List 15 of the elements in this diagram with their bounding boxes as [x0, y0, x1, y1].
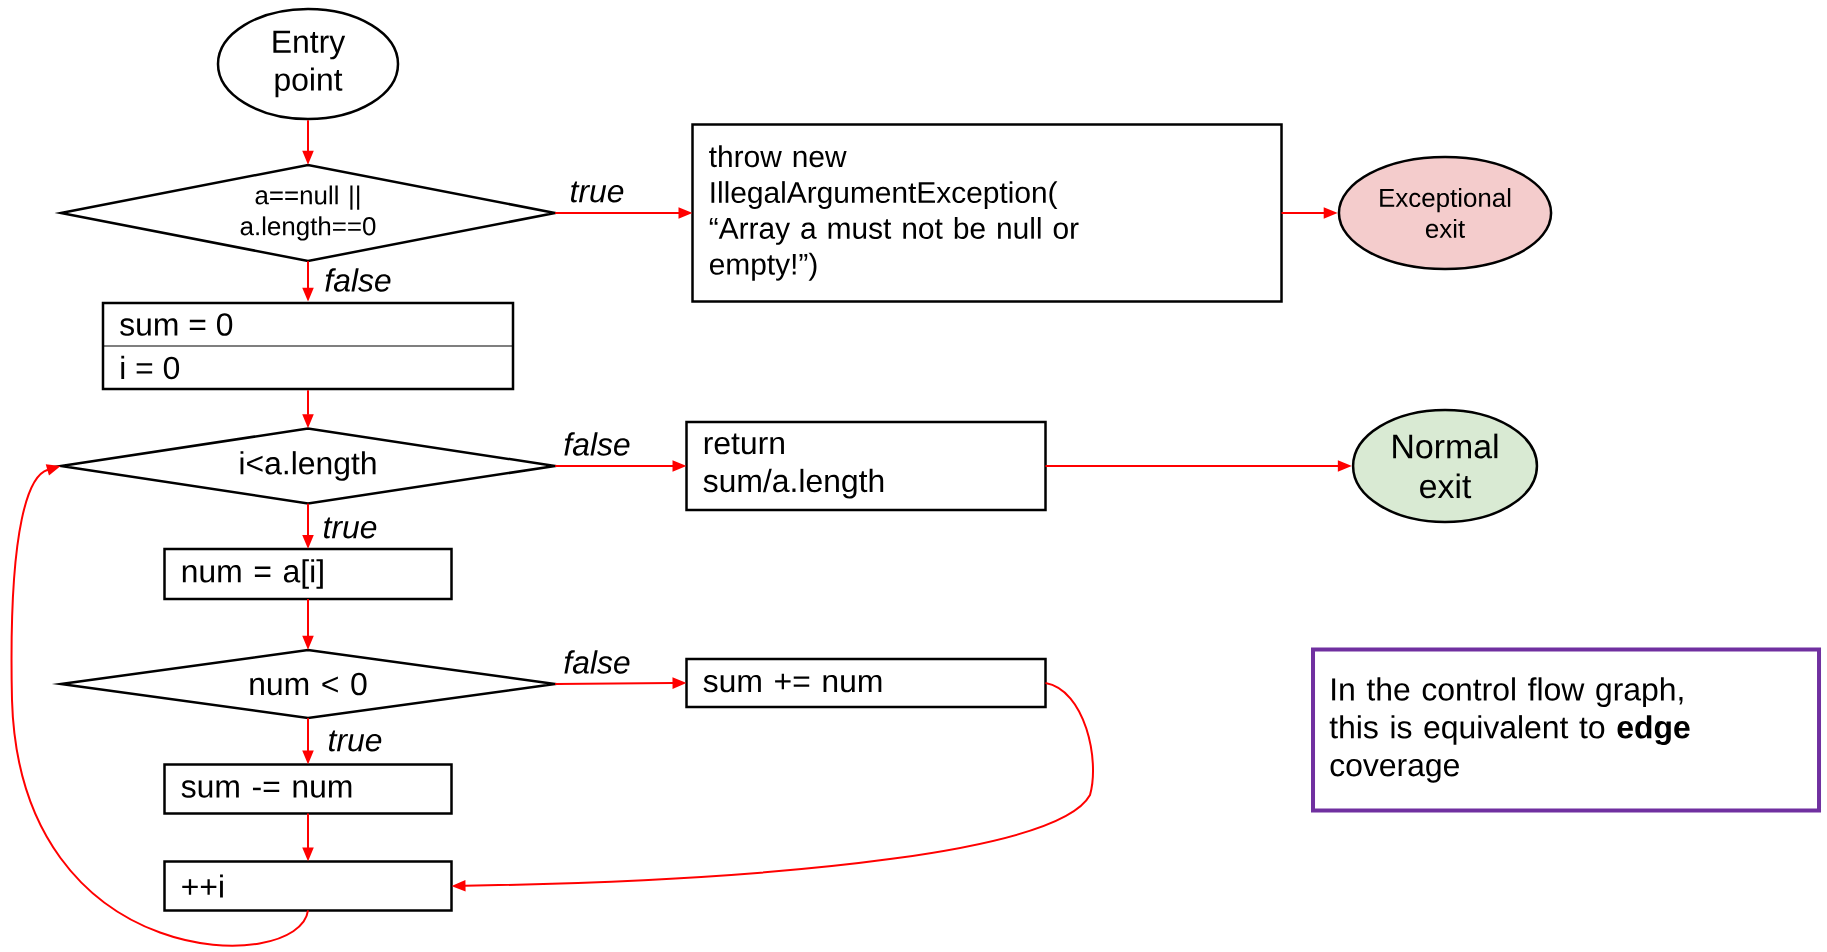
edge-label: true: [571, 181, 624, 203]
edge-label: false: [564, 432, 630, 456]
arrow: [10, 464, 309, 947]
process-box: sum = 0 i = 0: [101, 301, 515, 391]
edge-label: true: [324, 517, 377, 539]
process-box: ++i: [163, 860, 453, 912]
edge-label: false: [564, 650, 630, 674]
process-box: return sum/a.length: [685, 420, 1047, 512]
edge-label: true: [329, 730, 382, 752]
edge-label: false: [325, 268, 391, 292]
process-box: throw new IllegalArgumentException( “Array a must not be null or empty!”): [691, 123, 1283, 303]
process-box: num = a[i]: [163, 547, 453, 601]
note-box: In the control flow graph, this is equivalent to edge coverage: [1311, 647, 1821, 813]
process-box: sum += num: [685, 657, 1047, 709]
process-box: sum -= num: [163, 763, 453, 815]
